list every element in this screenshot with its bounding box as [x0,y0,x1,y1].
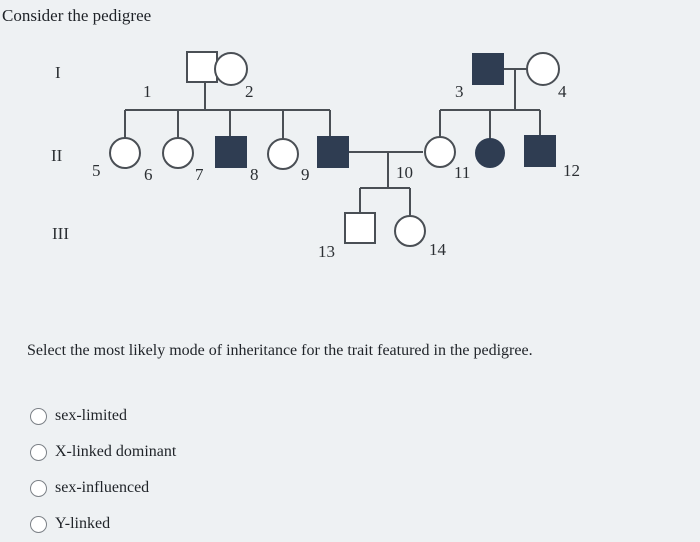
individual-label-4: 4 [558,82,567,101]
option-y-linked[interactable]: Y-linked [30,506,176,542]
option-label: sex-limited [55,407,127,424]
option-x-linked-dominant[interactable]: X-linked dominant [30,434,176,470]
individual-label-1: 1 [143,82,152,101]
radio-y-linked[interactable] [30,515,47,533]
individual-label-8: 8 [250,165,259,184]
generation-label-III: III [52,224,69,243]
individual-5-female-symbol [109,137,141,169]
question-text: Select the most likely mode of inheritan… [27,342,533,359]
generation-label-I: I [55,63,61,82]
individual-label-9: 9 [301,165,310,184]
individual-11-female-affected-symbol [475,138,505,168]
individual-9-male-affected-symbol [317,136,349,168]
answer-options: sex-limited X-linked dominant sex-influe… [30,398,176,542]
individual-label-11: 11 [454,163,470,182]
option-sex-influenced[interactable]: sex-influenced [30,470,176,506]
individual-label-12: 12 [563,161,580,180]
individual-label-3: 3 [455,82,464,101]
individual-8-female-symbol [267,138,299,170]
individual-10-female-symbol [424,136,456,168]
individual-1-male-symbol [186,51,218,83]
individual-3-male-affected-symbol [472,53,504,85]
prompt-text: Consider the pedigree [2,6,152,25]
individual-label-6: 6 [144,165,153,184]
individual-label-14: 14 [429,240,447,259]
individual-6-female-symbol [162,137,194,169]
option-label: X-linked dominant [55,443,177,460]
radio-x-linked-dominant[interactable] [30,443,47,461]
individual-label-2: 2 [245,82,254,101]
radio-sex-influenced[interactable] [30,479,47,497]
individual-label-10: 10 [396,163,413,182]
radio-sex-limited[interactable] [30,407,47,425]
individual-7-male-affected-symbol [215,136,247,168]
individual-label-13: 13 [318,242,335,261]
individual-12-male-affected-symbol [524,135,556,167]
individual-14-female-symbol [394,215,426,247]
individual-label-7: 7 [195,165,204,184]
individual-13-male-symbol [344,212,376,244]
option-label: Y-linked [55,515,111,532]
option-label: sex-influenced [55,479,150,496]
generation-label-II: II [51,146,63,165]
individual-label-5: 5 [92,161,101,180]
individual-2-female-symbol [214,52,248,86]
option-sex-limited[interactable]: sex-limited [30,398,176,434]
pedigree-diagram: I II III 1 2 3 4 5 6 7 8 9 10 11 12 13 1… [51,51,580,261]
individual-4-female-symbol [526,52,560,86]
